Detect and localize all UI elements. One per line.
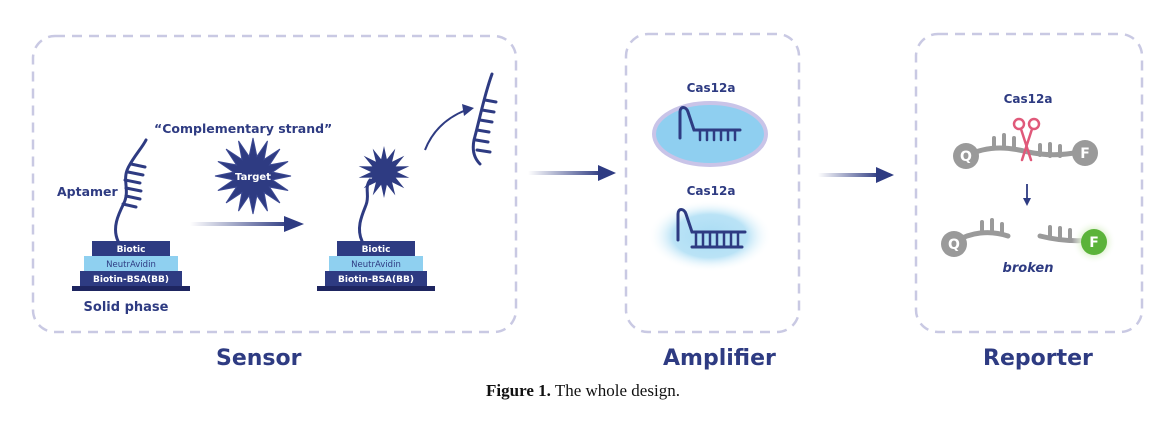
released-strand — [471, 72, 498, 166]
right-stack-top-label: Biotic — [362, 245, 391, 255]
left-solid-stack: Biotic NeutrAvidin Biotin-BSA(BB) — [72, 241, 190, 291]
right-aptamer — [358, 178, 372, 243]
quencher-icon — [953, 143, 979, 169]
target-star: Target — [214, 137, 292, 215]
sensor-arrow — [190, 216, 304, 232]
bound-target-star — [358, 146, 410, 198]
caption-label: Figure 1. — [486, 381, 551, 400]
solid-phase-label: Solid phase — [84, 300, 169, 315]
aptamer-label: Aptamer — [57, 184, 119, 199]
fluorophore-active-label: F — [1089, 235, 1099, 251]
amplifier-panel-frame — [624, 32, 801, 334]
arrow-sensor-to-amplifier — [528, 165, 616, 181]
sensor-panel-frame — [31, 34, 518, 334]
fluorophore-active-icon — [1081, 229, 1107, 255]
left-aptamer — [114, 138, 148, 243]
right-stack-middle-label: NeutrAvidin — [351, 260, 401, 270]
amplifier-title: Amplifier — [663, 346, 776, 371]
reporter-title: Reporter — [983, 346, 1093, 371]
target-label: Target — [235, 172, 271, 183]
left-stack-top-label: Biotic — [117, 245, 146, 255]
arrow-amplifier-to-reporter — [818, 167, 894, 183]
quencher-label: Q — [960, 149, 972, 165]
design-diagram: Biotic NeutrAvidin Biotin-BSA(BB) “Compl… — [31, 32, 1144, 334]
sensor-title: Sensor — [216, 346, 302, 371]
caption-text: The whole design. — [550, 381, 680, 400]
figure-caption: Figure 1. The whole design. — [0, 381, 1166, 401]
complementary-strand-label: “Complementary strand” — [154, 121, 332, 136]
fluorophore-quenched-label: F — [1080, 146, 1090, 162]
amplifier-cas-bottom-label: Cas12a — [687, 184, 736, 198]
cas12a-active — [648, 200, 772, 272]
reporter-down-arrow — [1023, 184, 1031, 206]
reporter-panel-frame — [914, 32, 1144, 334]
cleaved-quencher-label: Q — [948, 237, 960, 253]
amplifier-cas-top-label: Cas12a — [687, 81, 736, 95]
cleaved-fluorophore-fragment: F — [1037, 220, 1116, 264]
cleaved-quencher-fragment: Q — [941, 218, 1011, 257]
scissors-icon — [1012, 117, 1041, 162]
broken-label: broken — [1003, 261, 1054, 276]
reporter-cas-label: Cas12a — [1004, 92, 1053, 106]
cas12a-inactive — [652, 101, 768, 167]
fluorophore-quenched-icon — [1072, 140, 1098, 166]
right-stack-bottom-label: Biotin-BSA(BB) — [338, 275, 414, 285]
release-curve-arrow — [424, 104, 474, 151]
left-stack-bottom-label: Biotin-BSA(BB) — [93, 275, 169, 285]
left-stack-middle-label: NeutrAvidin — [106, 260, 156, 270]
right-solid-stack: Biotic NeutrAvidin Biotin-BSA(BB) — [317, 241, 435, 291]
